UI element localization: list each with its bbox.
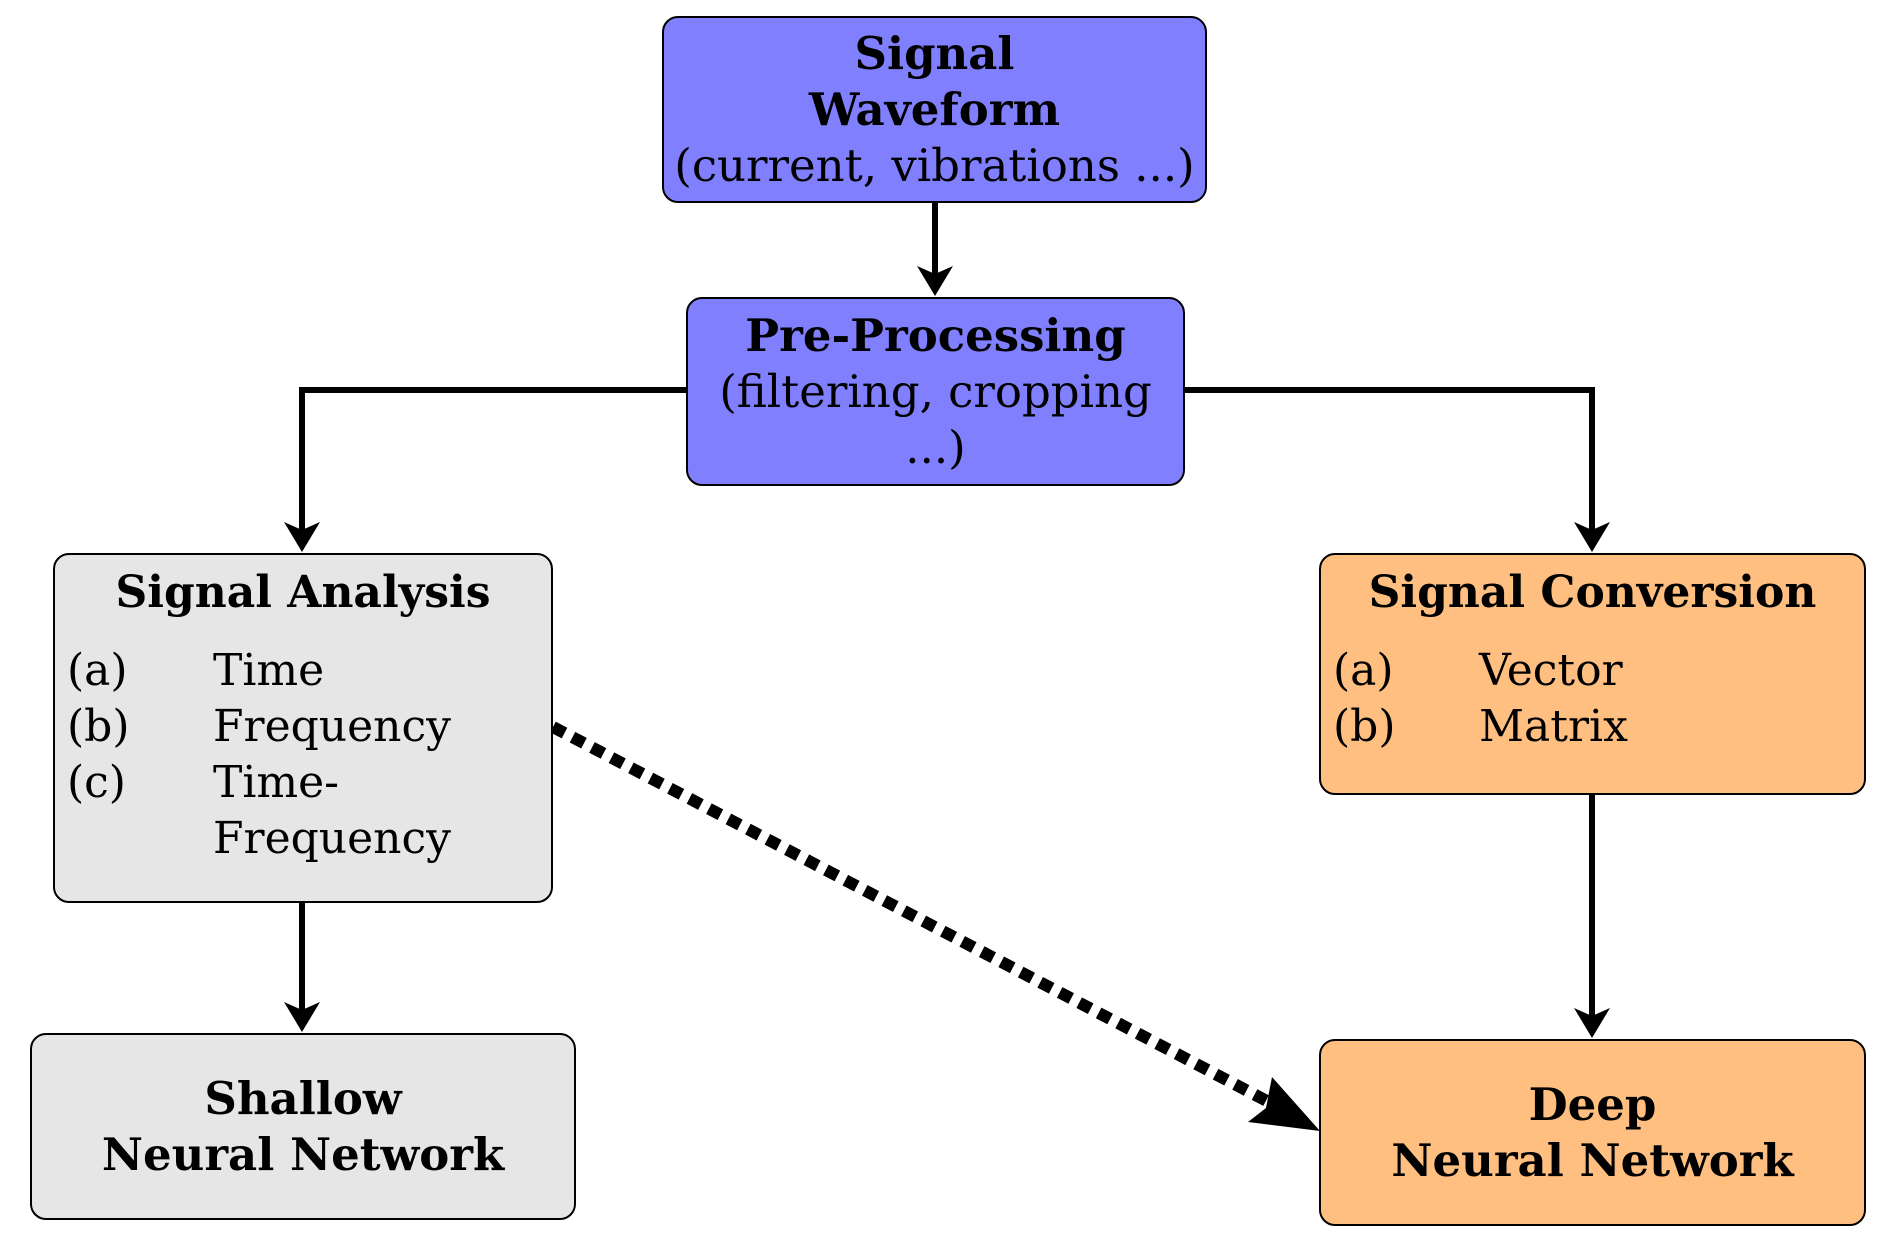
list-marker: (b)	[1333, 701, 1396, 752]
list-item-text: Frequency	[213, 813, 451, 864]
deep-nn-title-line2: Neural Network	[1391, 1133, 1794, 1187]
list-item-text: Vector	[1479, 645, 1623, 696]
edge-preprocessing-to-analysis	[284, 387, 686, 552]
signal-waveform-subtitle: (current, vibrations ...)	[674, 138, 1195, 192]
list-marker: (a)	[67, 645, 128, 696]
edge-preprocessing-to-conversion	[1185, 387, 1610, 552]
list-marker: (b)	[67, 701, 130, 752]
signal-waveform-title-line1: Signal	[854, 26, 1015, 80]
pre-processing-subtitle: (filtering, cropping ...)	[719, 364, 1152, 474]
edge-analysis-to-shallow-nn	[284, 903, 320, 1032]
node-signal-waveform: Signal Waveform (current, vibrations ...…	[662, 16, 1207, 203]
list-item-text: Matrix	[1479, 701, 1628, 752]
list-item: (c) Time-	[67, 755, 551, 811]
list-item: (a) Vector	[1333, 643, 1864, 699]
arrowhead-icon	[1248, 1077, 1320, 1131]
list-item: (a) Time	[67, 643, 551, 699]
signal-conversion-title: Signal Conversion	[1368, 567, 1817, 618]
edge-waveform-to-preprocessing	[917, 203, 953, 296]
arrowhead-icon	[917, 266, 953, 296]
pre-processing-title: Pre-Processing	[745, 308, 1126, 362]
signal-analysis-title: Signal Analysis	[115, 567, 491, 618]
list-item-text: Time	[213, 645, 325, 696]
list-item-text: Frequency	[213, 701, 451, 752]
node-shallow-neural-network: Shallow Neural Network	[30, 1033, 576, 1220]
arrowhead-icon	[1574, 522, 1610, 552]
deep-nn-title-line1: Deep	[1528, 1077, 1657, 1131]
shallow-nn-title-line2: Neural Network	[101, 1127, 505, 1181]
edge-conversion-to-deep-nn	[1574, 795, 1610, 1038]
signal-analysis-list: (a) Time (b) Frequency (c) Time- Frequen…	[55, 643, 551, 867]
node-pre-processing: Pre-Processing (filtering, cropping ...)	[686, 297, 1185, 486]
list-item: (b) Frequency	[67, 699, 551, 755]
node-signal-analysis: Signal Analysis (a) Time (b) Frequency (…	[53, 553, 553, 903]
list-item: (b) Matrix	[1333, 699, 1864, 755]
list-marker: (a)	[1333, 645, 1394, 696]
list-marker: (c)	[67, 757, 126, 808]
arrowhead-icon	[284, 1002, 320, 1032]
shallow-nn-title-line1: Shallow	[204, 1071, 402, 1125]
arrowhead-icon	[284, 522, 320, 552]
node-deep-neural-network: Deep Neural Network	[1319, 1039, 1866, 1226]
arrowhead-icon	[1574, 1008, 1610, 1038]
signal-conversion-list: (a) Vector (b) Matrix	[1321, 643, 1864, 755]
list-item: Frequency	[67, 811, 551, 867]
edge-analysis-to-deep-nn-dashed	[550, 721, 1320, 1131]
node-signal-conversion: Signal Conversion (a) Vector (b) Matrix	[1319, 553, 1866, 795]
list-marker	[67, 811, 213, 867]
signal-waveform-title-line2: Waveform	[808, 82, 1061, 136]
list-item-text: Time-	[213, 757, 340, 808]
